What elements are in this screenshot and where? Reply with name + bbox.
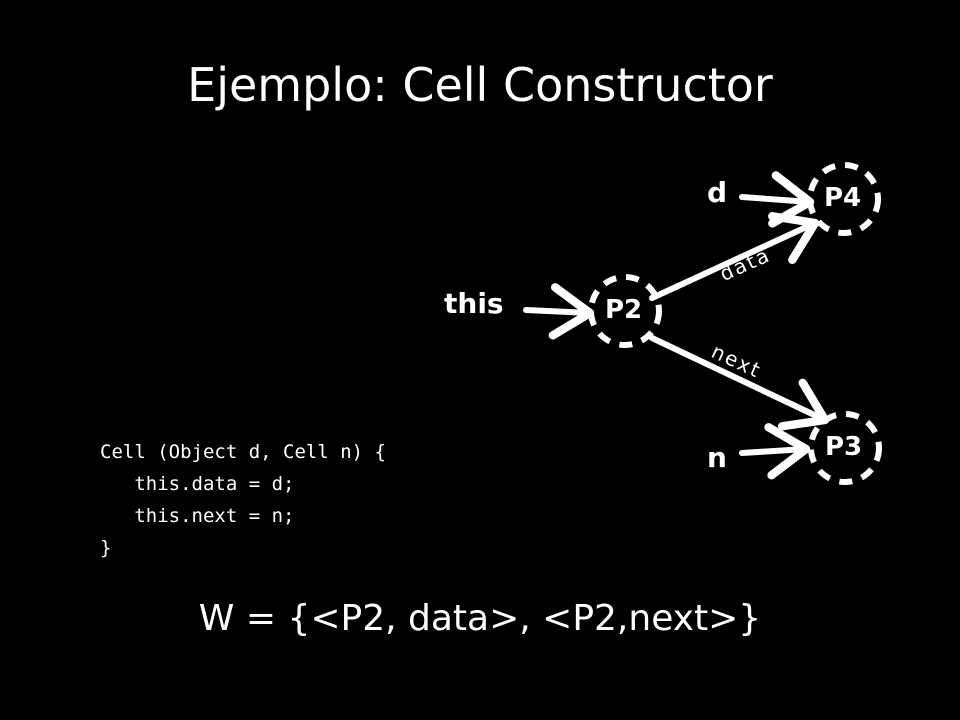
code-block: Cell (Object d, Cell n) { this.data = d;… [100,436,386,564]
write-set-formula: W = {<P2, data>, <P2,next>} [198,598,762,639]
d-arrow [739,171,815,228]
next-edge [649,335,830,431]
code-line: this.next = n; [100,505,295,527]
pointer-n-label: n [707,441,727,474]
this-arrow [523,283,595,340]
node-p3-circle [808,411,882,485]
node-p2-label: P2 [605,295,643,325]
node-p4-circle [807,162,881,236]
pointer-this-label: this [444,287,504,320]
code-line: } [100,537,112,559]
node-p2-circle [588,274,662,348]
code-line: Cell (Object d, Cell n) { [100,441,386,463]
slide-title: Ejemplo: Cell Constructor [187,58,773,112]
n-arrow [739,423,811,480]
code-line: this.data = d; [100,473,295,495]
data-edge [649,212,820,301]
pointer-d-label: d [707,176,728,209]
node-p4-label: P4 [824,183,862,213]
node-p3-label: P3 [825,432,863,462]
